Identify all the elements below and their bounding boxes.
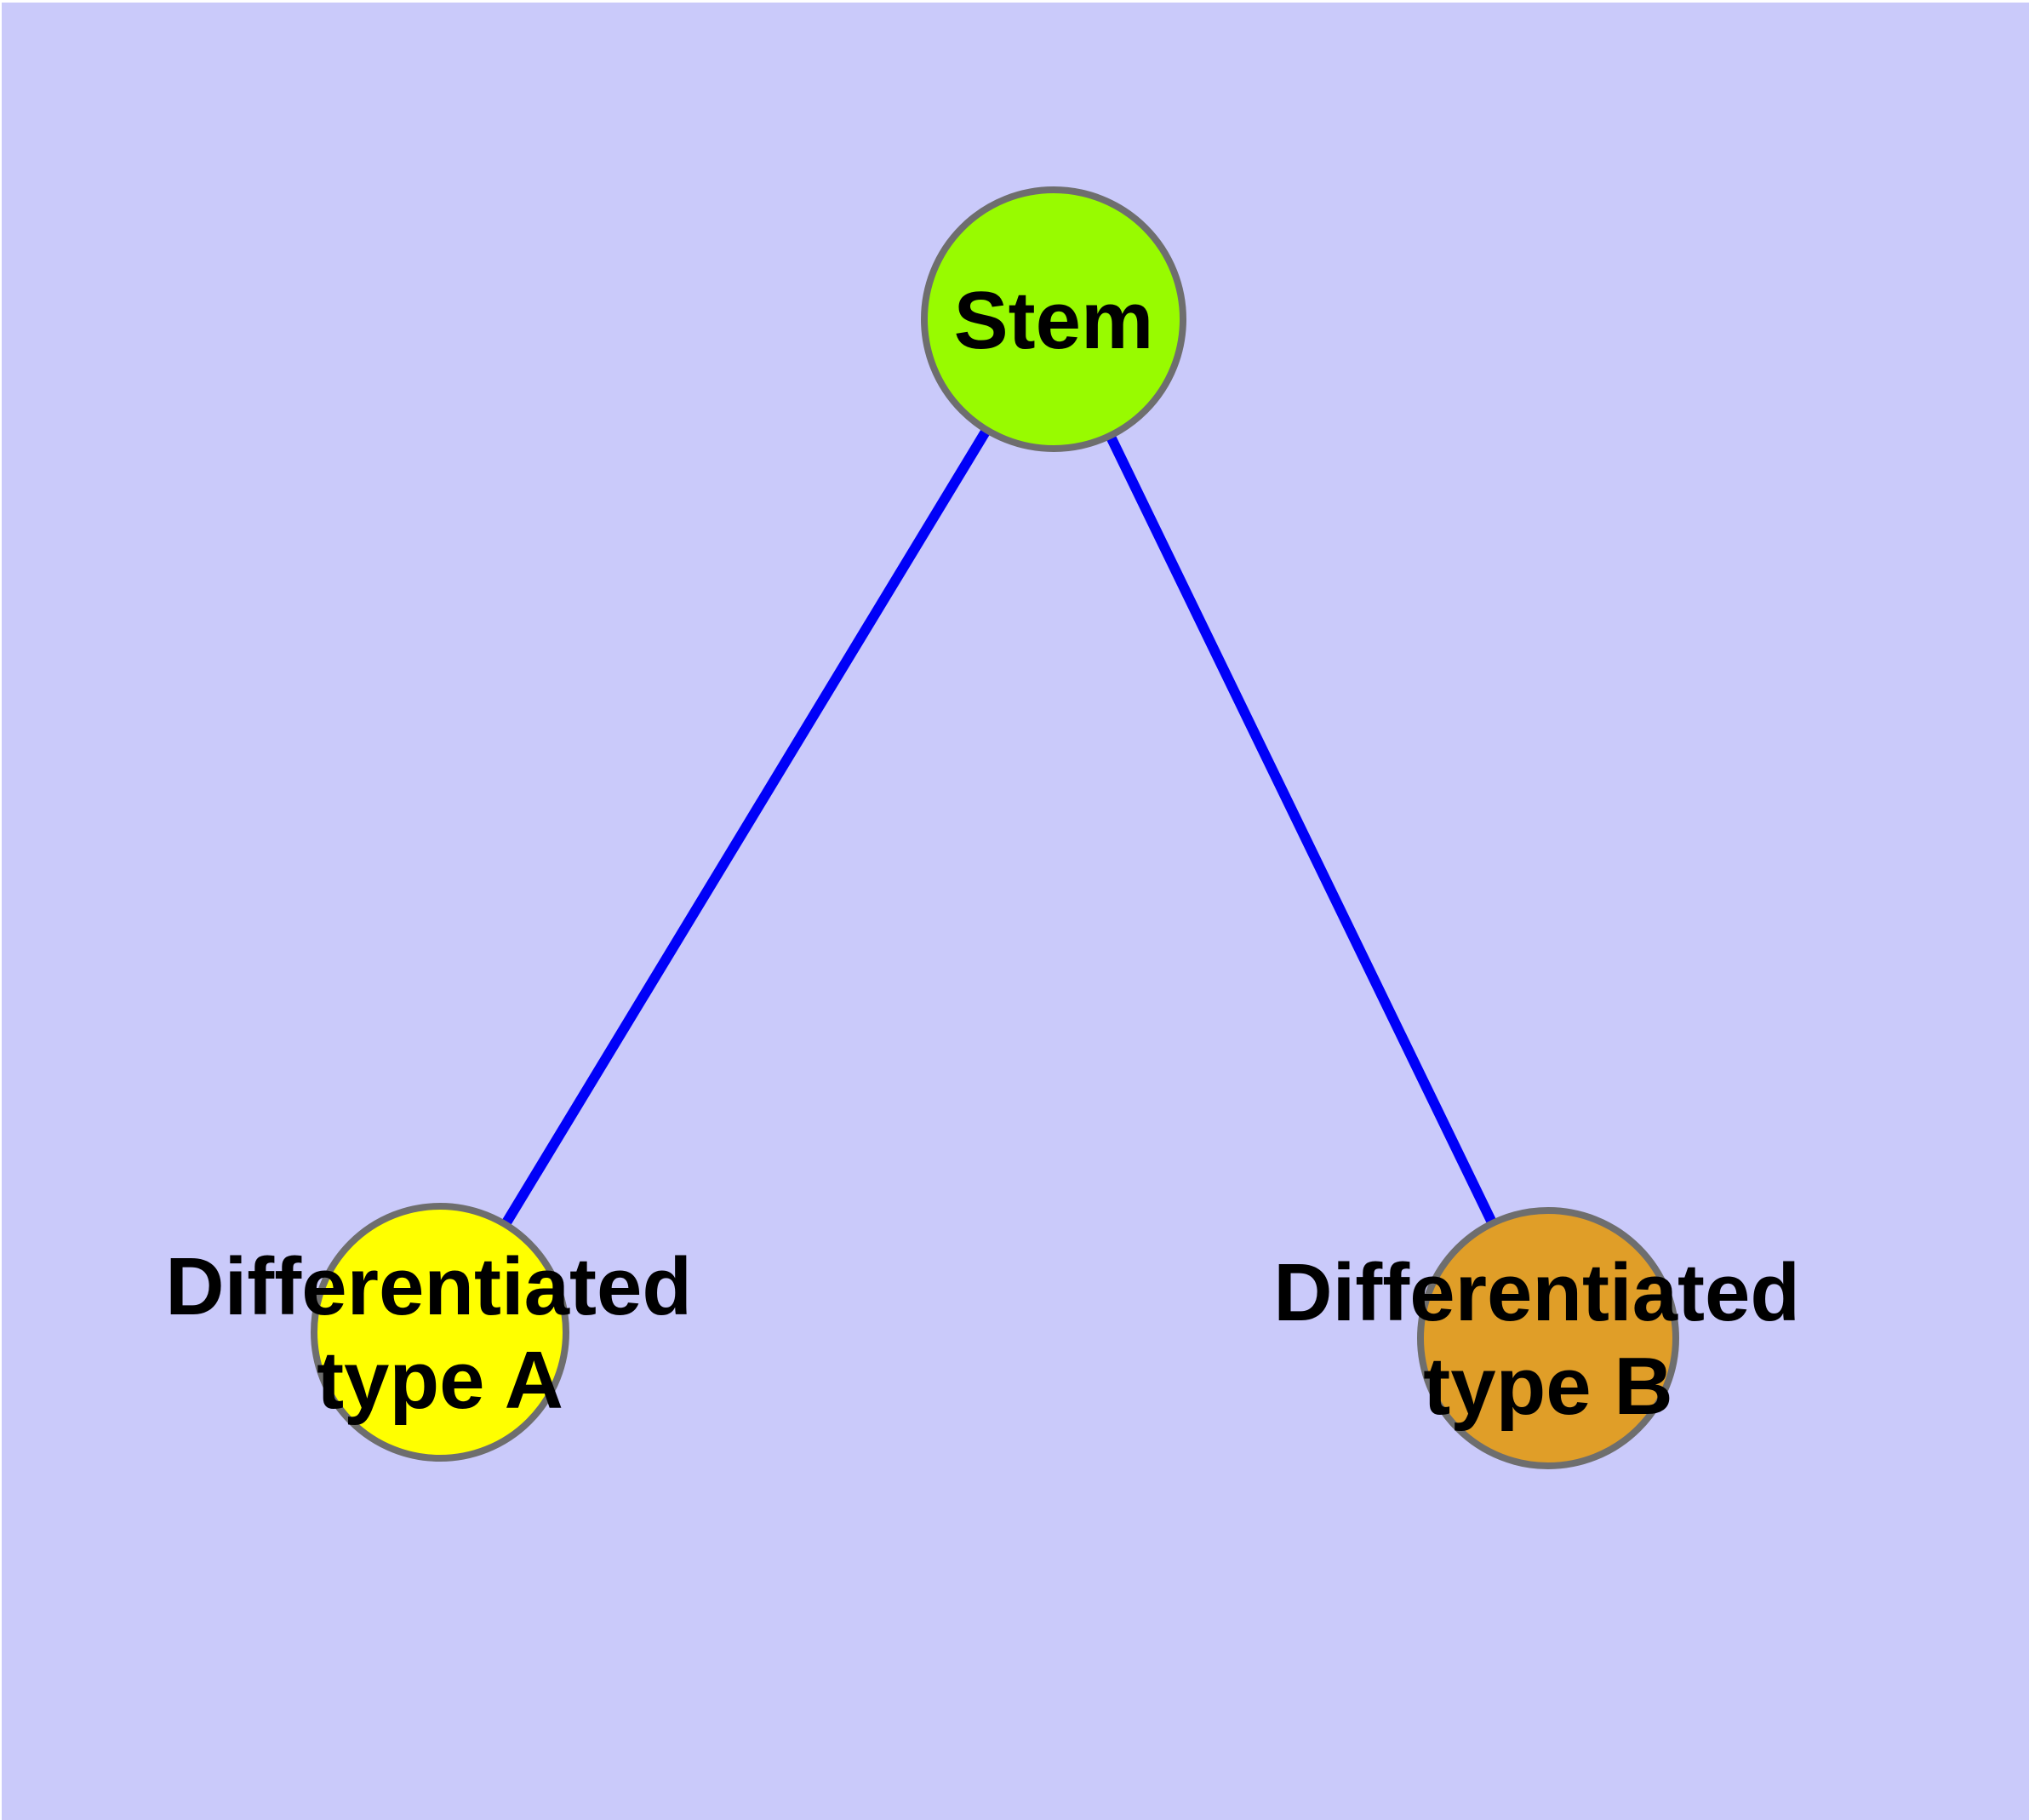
node-differentiated-type-a-label-line1: Differentiated (165, 1241, 692, 1332)
node-stem: Stem (921, 186, 1186, 452)
node-differentiated-type-b-label-line2: type B (1423, 1341, 1672, 1432)
node-differentiated-type-b-label: Differentiated type B (1273, 1247, 1822, 1432)
node-stem-label: Stem (954, 275, 1154, 366)
edge-stem-to-type-b (1049, 317, 1553, 1341)
edge-stem-to-type-a (435, 316, 1059, 1336)
node-differentiated-type-a-label-line2: type A (317, 1335, 563, 1426)
node-differentiated-type-b-label-line1: Differentiated (1273, 1247, 1800, 1338)
node-differentiated-type-b-circle (1417, 1207, 1679, 1469)
node-differentiated-type-b: Differentiated type B (1273, 1207, 1822, 1469)
node-differentiated-type-a-circle (311, 1203, 569, 1462)
node-differentiated-type-a: Differentiated type A (165, 1203, 714, 1462)
node-differentiated-type-a-label: Differentiated type A (165, 1241, 714, 1426)
edge-layer (435, 316, 1553, 1341)
node-stem-circle (921, 186, 1186, 452)
